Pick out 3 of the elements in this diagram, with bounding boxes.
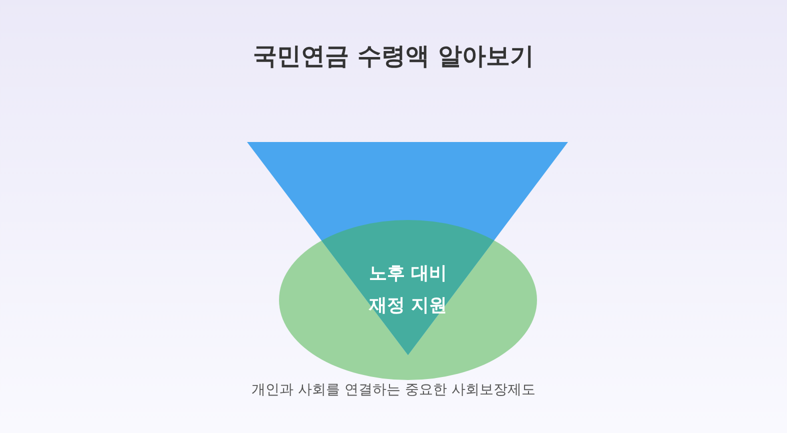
shape-label: 노후 대비 재정 지원 bbox=[368, 262, 448, 318]
caption: 개인과 사회를 연결하는 중요한 사회보장제도 bbox=[250, 381, 536, 399]
diagram-title: 국민연금 수령액 알아보기 bbox=[252, 41, 535, 72]
